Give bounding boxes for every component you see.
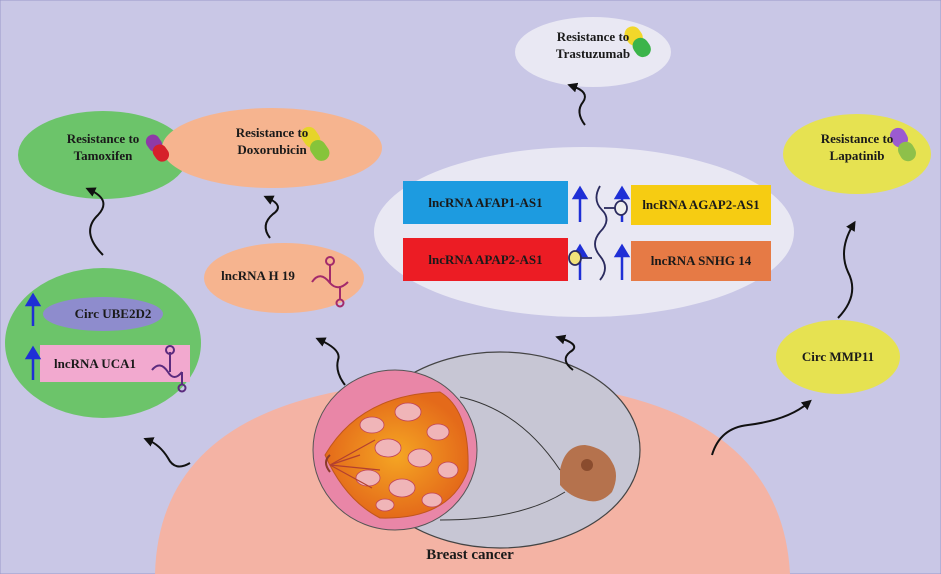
circ-ube2d2-label: Circ UBE2D2 <box>74 306 152 321</box>
afap1-as1-box <box>403 181 568 224</box>
curved-arrow-icon <box>711 399 812 456</box>
curved-arrow-icon <box>143 437 191 468</box>
apap2-as1-box <box>403 238 568 281</box>
doxorubicin-bubble <box>162 108 382 188</box>
lncrna-apap2-as1-label: lncRNA APAP2-AS1 <box>428 251 543 267</box>
resistance-lapatinib-label: Resistance to Lapatinib <box>820 131 894 163</box>
resistance-trastuzumab-label: Resistance to Trastuzumab <box>555 29 631 61</box>
curved-arrow-icon <box>263 195 279 239</box>
tamoxifen-bubble <box>18 111 188 199</box>
resistance-tamoxifen-label: Resistance to Tamoxifen <box>66 131 140 163</box>
agap2-as1-box <box>631 185 771 225</box>
lncrna-agap2-as1-label: lncRNA AGAP2-AS1 <box>642 197 760 212</box>
circ-mmp11-label: Circ MMP11 <box>801 349 875 364</box>
rna-hairpin-icon-h19 <box>311 256 349 308</box>
lncrna-uca1-box <box>40 345 190 382</box>
resistance-doxorubicin-label: Resistance to Doxorubicin <box>235 125 309 157</box>
lncrna-afap1-as1-label: lncRNA AFAP1-AS1 <box>428 194 543 210</box>
drug-capsule-icon-lapatinib <box>890 127 916 162</box>
breast-cancer-label: Breast cancer <box>426 547 514 563</box>
curved-arrow-icon <box>555 334 576 371</box>
h19-bubble <box>204 243 364 313</box>
breast-tumor-illustration <box>312 351 641 549</box>
lncrna-snhg14-label: lncRNA SNHG 14 <box>650 253 752 268</box>
curved-arrow-icon <box>315 337 346 386</box>
rna-hairpin-icon-uca1 <box>151 345 187 393</box>
lncrna-cluster-bubble <box>374 147 794 317</box>
snhg14-box <box>631 241 771 281</box>
drug-capsule-icon-trastuzumab <box>624 26 651 58</box>
curved-arrow-icon <box>85 187 105 256</box>
circ-lnc-green-bubble <box>5 268 201 418</box>
circ-ube2d2-oval <box>43 297 163 331</box>
drug-capsule-icon-tamoxifen <box>145 134 170 162</box>
curved-arrow-icon <box>837 220 856 319</box>
lncrna-uca1-label: lncRNA UCA1 <box>54 355 136 371</box>
circ-mmp11-bubble <box>776 320 900 394</box>
curved-arrow-icons <box>85 82 856 468</box>
rna-hairpin-icon-cluster <box>568 185 628 281</box>
lncrna-h19-label: lncRNA H 19 <box>221 268 295 283</box>
drug-capsule-icon-doxorubicin <box>300 126 330 161</box>
curved-arrow-icon <box>567 82 586 126</box>
